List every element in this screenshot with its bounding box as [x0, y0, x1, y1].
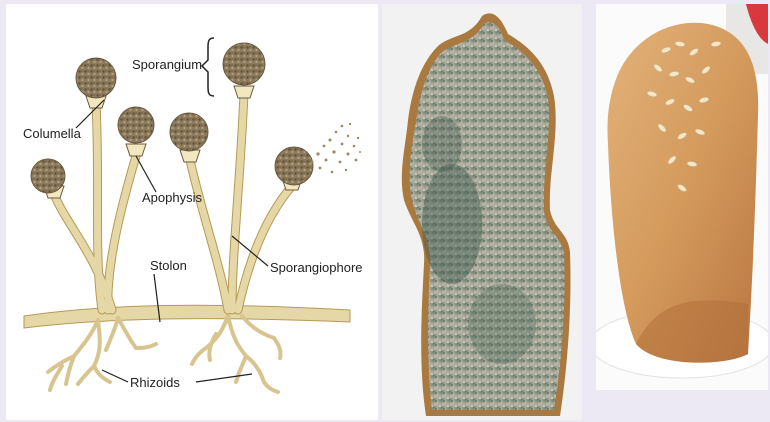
- mold-patch: [468, 284, 536, 364]
- sporangium-head: [76, 58, 116, 98]
- sporangium-head: [31, 159, 65, 193]
- stolon-hypha: [24, 305, 350, 328]
- moldy-bread-photo: [382, 4, 582, 420]
- label-columella: Columella: [23, 126, 81, 141]
- fresh-bread-photo: [596, 4, 768, 390]
- apophysis: [126, 144, 146, 156]
- sporangium-head: [170, 113, 208, 151]
- sporangium-bracket: [202, 38, 214, 96]
- rhizopus-diagram: Sporangium Columella Apophysis Stolon Sp…: [6, 4, 378, 420]
- apophysis: [180, 150, 200, 162]
- label-sporangiophore: Sporangiophore: [270, 260, 363, 275]
- label-apophysis: Apophysis: [142, 190, 202, 205]
- sporangium-head: [118, 107, 154, 143]
- fresh-bread-image: [596, 4, 768, 390]
- moldy-bread-image: [382, 4, 582, 420]
- label-stolon: Stolon: [150, 258, 187, 273]
- sporangium-head: [275, 147, 313, 185]
- mold-patch: [422, 116, 462, 172]
- mold-patch: [422, 164, 482, 284]
- sporangium-head: [223, 43, 265, 85]
- label-rhizoids: Rhizoids: [130, 375, 180, 390]
- apophysis: [234, 86, 254, 98]
- label-sporangium: Sporangium: [132, 57, 202, 72]
- released-spores: [311, 123, 362, 173]
